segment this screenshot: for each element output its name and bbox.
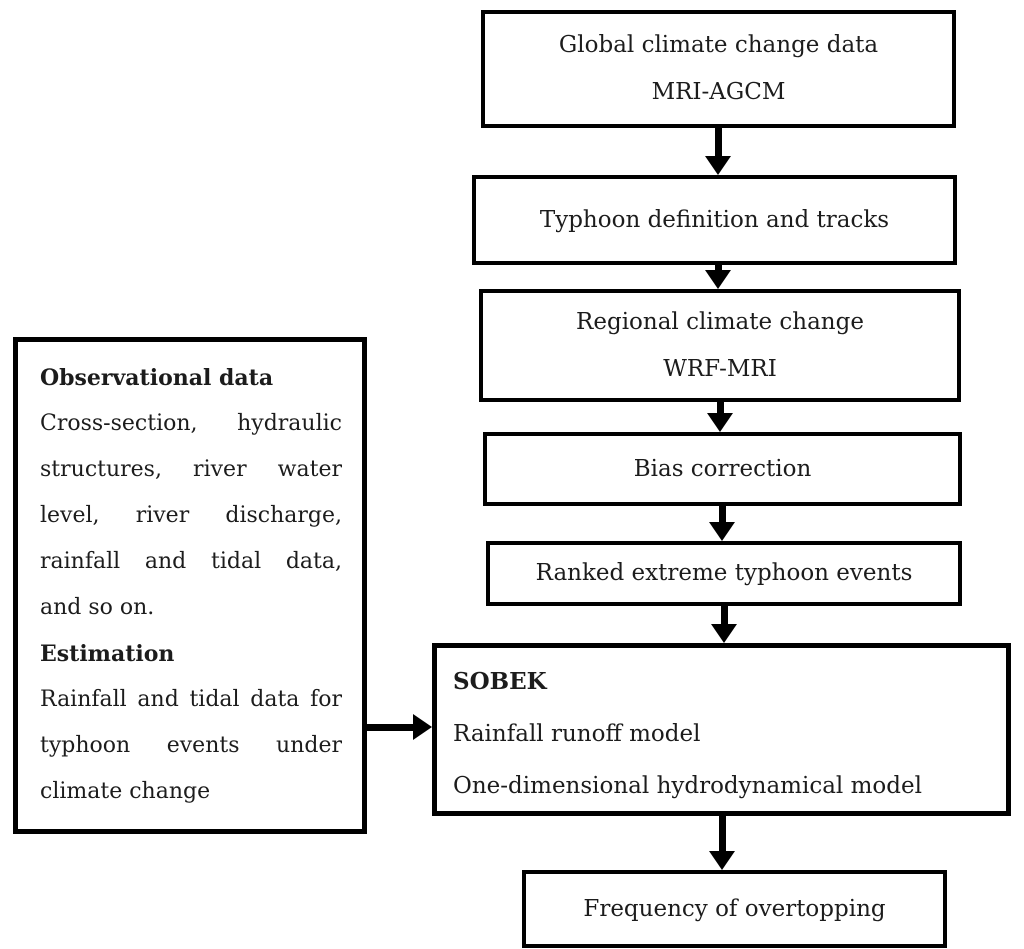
arrow-stem	[716, 402, 724, 413]
arrow-down-icon	[705, 265, 731, 289]
left-box-text-line: Cross-section, hydraulic	[40, 411, 342, 436]
arrow-head	[707, 413, 733, 432]
arrow-stem	[720, 606, 728, 624]
box-sobek-model: SOBEK Rainfall runoff model One-dimensio…	[432, 643, 1011, 816]
box-global-line1: Global climate change data	[558, 32, 879, 59]
box-ranked-extreme-typhoon-events: Ranked extreme typhoon events	[486, 541, 962, 606]
box-typhoon-label: Typhoon definition and tracks	[539, 206, 890, 233]
left-box-text-line: and so on.	[40, 595, 155, 620]
arrow-stem	[714, 265, 722, 270]
box-sobek-line2: One-dimensional hydrodynamical model	[453, 773, 922, 799]
box-frequency-label: Frequency of overtopping	[583, 895, 886, 922]
box-ranked-label: Ranked extreme typhoon events	[535, 560, 913, 587]
box-frequency-of-overtopping: Frequency of overtopping	[522, 870, 947, 948]
arrow-down-icon	[711, 606, 737, 643]
arrow-down-icon	[707, 402, 733, 432]
arrow-head	[709, 522, 735, 541]
arrow-head	[705, 156, 731, 175]
box-sobek-title: SOBEK	[453, 668, 547, 695]
box-bias-label: Bias correction	[633, 455, 812, 482]
arrow-stem	[718, 816, 726, 851]
arrow-head	[709, 851, 735, 870]
left-box-text-line: Rainfall and tidal data for	[40, 687, 342, 712]
box-regional-line2: WRF-MRI	[663, 355, 777, 382]
arrow-head	[413, 714, 432, 740]
left-box-text-line: level, river discharge,	[40, 503, 342, 528]
left-box-heading-observational: Observational data	[40, 365, 274, 391]
box-global-line2: MRI-AGCM	[651, 79, 786, 105]
box-regional-line1: Regional climate change	[576, 308, 864, 335]
left-box-text-line: rainfall and tidal data,	[40, 549, 342, 574]
box-bias-correction: Bias correction	[483, 432, 962, 506]
left-box-heading-estimation: Estimation	[40, 641, 175, 667]
arrow-stem	[367, 723, 413, 731]
box-sobek-line1: Rainfall runoff model	[453, 721, 701, 747]
arrow-right-icon	[367, 714, 432, 740]
arrow-head	[705, 270, 731, 289]
box-global-climate-data: Global climate change data MRI-AGCM	[481, 10, 956, 128]
arrow-stem	[718, 506, 726, 522]
arrow-down-icon	[705, 128, 731, 175]
arrow-head	[711, 624, 737, 643]
box-typhoon-definition-tracks: Typhoon definition and tracks	[472, 175, 957, 265]
arrow-stem	[714, 128, 722, 156]
arrow-down-icon	[709, 816, 735, 870]
box-regional-climate-change: Regional climate change WRF-MRI	[479, 289, 961, 402]
left-box-text-line: climate change	[40, 779, 211, 804]
box-observational-data: Observational data Cross-section, hydrau…	[13, 337, 367, 834]
arrow-down-icon	[709, 506, 735, 541]
left-box-text-line: structures, river water	[40, 457, 342, 482]
left-box-text-line: typhoon events under	[40, 733, 342, 758]
